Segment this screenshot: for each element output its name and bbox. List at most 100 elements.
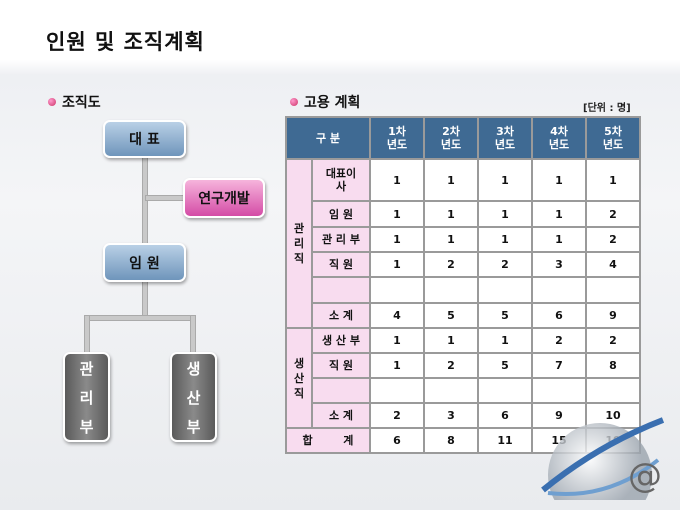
value-cell: 1 <box>423 200 479 228</box>
row-label-line: 소 계 <box>328 409 354 422</box>
row-label: 직 원 <box>311 352 371 379</box>
value-cell: 1 <box>477 226 533 253</box>
total-cell: 11 <box>477 427 533 454</box>
value-cell: 2 <box>423 352 479 379</box>
header-year-line: 년도 <box>386 138 408 151</box>
row-label: 소 계 <box>311 302 371 329</box>
row-label: 임 원 <box>311 200 371 228</box>
org-line <box>84 315 90 355</box>
org-admin-char: 부 <box>79 417 94 436</box>
org-prod-char: 산 <box>186 388 201 407</box>
header-year-line: 5차 <box>604 125 622 138</box>
value-cell: 1 <box>369 251 425 278</box>
value-cell <box>477 276 533 304</box>
globe-at-icon: @ <box>541 417 665 500</box>
org-rnd: 연구개발 <box>183 178 265 218</box>
hiring-heading: 고용 계획 <box>290 92 360 112</box>
value-cell: 4 <box>585 251 641 278</box>
org-line <box>190 315 196 355</box>
value-cell: 2 <box>531 327 587 354</box>
group-char: 리 <box>293 237 305 250</box>
header-year-line: 년도 <box>440 138 462 151</box>
group-char: 산 <box>293 371 305 385</box>
header-year-line: 3차 <box>496 125 514 138</box>
value-cell <box>423 377 479 404</box>
row-label-line: 생 산 부 <box>321 334 361 347</box>
value-cell: 2 <box>477 251 533 278</box>
value-cell <box>423 276 479 304</box>
value-cell: 5 <box>477 352 533 379</box>
value-cell: 2 <box>585 226 641 253</box>
row-label: 소 계 <box>311 402 371 429</box>
org-line <box>84 315 196 321</box>
header-year-line: 1차 <box>388 125 406 138</box>
org-prod-char: 생 <box>186 359 201 378</box>
row-label <box>311 276 371 304</box>
header-year-line: 년도 <box>494 138 516 151</box>
value-cell: 1 <box>531 226 587 253</box>
header-year-line: 4차 <box>550 125 568 138</box>
row-label <box>311 377 371 404</box>
value-cell: 2 <box>585 200 641 228</box>
value-cell: 1 <box>423 226 479 253</box>
org-line <box>142 280 148 320</box>
value-cell: 5 <box>423 302 479 329</box>
org-prod-char: 부 <box>186 417 201 436</box>
org-heading: 조직도 <box>48 92 101 112</box>
row-label-line: 직 원 <box>328 258 354 271</box>
group-char: 직 <box>293 386 305 400</box>
value-cell: 1 <box>423 158 479 202</box>
value-cell: 9 <box>585 302 641 329</box>
org-line <box>142 156 148 246</box>
value-cell: 3 <box>423 402 479 429</box>
total-cell: 6 <box>369 427 425 454</box>
org-executive: 임 원 <box>103 243 186 282</box>
header-category: 구 분 <box>285 116 371 160</box>
value-cell: 8 <box>585 352 641 379</box>
bullet-icon <box>290 98 298 106</box>
value-cell: 1 <box>477 158 533 202</box>
value-cell <box>585 276 641 304</box>
value-cell: 6 <box>477 402 533 429</box>
value-cell <box>477 377 533 404</box>
value-cell <box>531 276 587 304</box>
value-cell <box>369 377 425 404</box>
value-cell: 6 <box>531 302 587 329</box>
org-admin-char: 관 <box>79 359 94 378</box>
value-cell: 1 <box>585 158 641 202</box>
svg-text:@: @ <box>628 456 662 496</box>
table-row <box>286 377 641 404</box>
row-label-line: 대표이 <box>325 167 357 180</box>
value-cell: 1 <box>477 327 533 354</box>
header-year-line: 년도 <box>548 138 570 151</box>
org-admin-char: 리 <box>79 388 94 407</box>
table-row <box>286 276 641 304</box>
value-cell: 1 <box>369 327 425 354</box>
header-year-line: 년도 <box>602 138 624 151</box>
value-cell: 1 <box>369 200 425 228</box>
value-cell: 1 <box>369 226 425 253</box>
value-cell: 5 <box>477 302 533 329</box>
row-label-line: 소 계 <box>328 309 354 322</box>
row-label: 직 원 <box>311 251 371 278</box>
row-label-line: 관 리 부 <box>321 233 361 246</box>
hiring-heading-text: 고용 계획 <box>304 95 361 111</box>
value-cell <box>585 377 641 404</box>
row-label: 생 산 부 <box>311 327 371 354</box>
